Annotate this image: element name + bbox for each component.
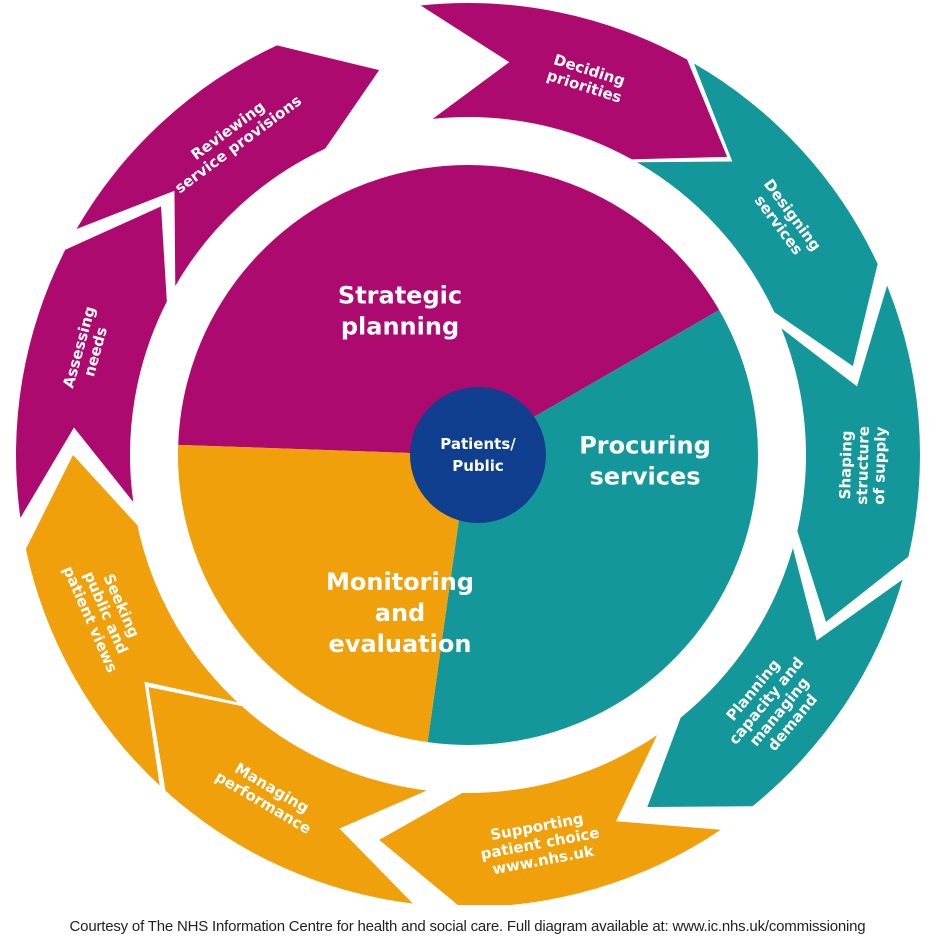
arrow-shaping-structure [781,285,920,622]
segment-strategic-planning [178,165,720,456]
arrow-reviewing-provisions [76,45,380,287]
arrow-managing-performance [148,687,427,904]
arrow-supporting-choice [379,735,721,905]
hub-circle [410,387,546,523]
arrow-label-shaping-structure: Shapingstructureof supply [836,425,890,505]
inner-pie [178,165,758,745]
arrow-seeking-views [25,455,238,786]
arrow-designing-services [637,63,878,367]
segment-monitoring-evaluation [178,444,469,743]
arrow-deciding-priorities [420,2,728,160]
segment-procuring-services [427,310,758,745]
arrow-assessing-needs [16,206,167,518]
hub-label: Patients/Public [440,435,516,475]
caption-credit: Courtesy of The NHS Information Centre f… [69,918,866,935]
arrow-planning-capacity [647,548,903,807]
outer-arrows [16,2,920,905]
